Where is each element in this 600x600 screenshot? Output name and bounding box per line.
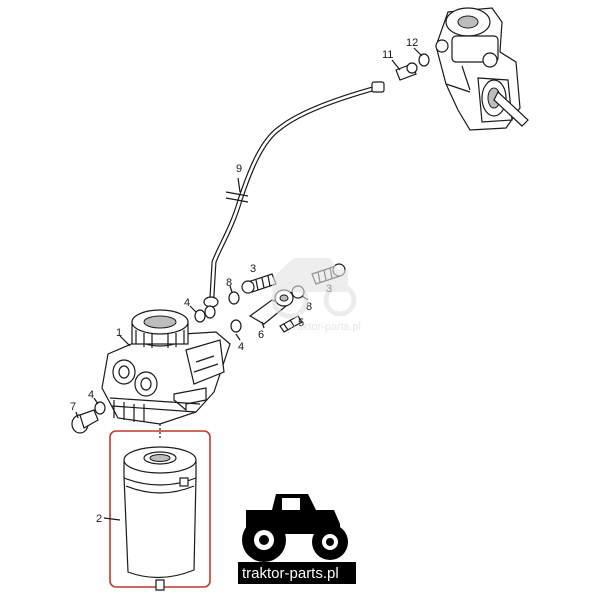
callout-8-right: 8 (306, 301, 312, 313)
tractor-icon (242, 494, 348, 562)
watermark: traktor-parts.pl (271, 258, 361, 333)
feed-pump-assembly (435, 7, 529, 131)
seal-ring-12 (413, 47, 430, 67)
banjo-fitting-11 (391, 59, 418, 81)
callout-9: 9 (236, 163, 242, 175)
banjo-bolt-3-left (241, 273, 277, 294)
callout-1: 1 (116, 327, 122, 339)
hose-nipple-5 (279, 315, 303, 333)
callout-7: 7 (70, 401, 76, 413)
callout-12: 12 (406, 37, 418, 49)
seal-ring-4-top (189, 305, 216, 323)
fuel-pipe-9 (203, 81, 385, 308)
callout-5: 5 (298, 317, 304, 329)
seal-ring-4-left (93, 397, 106, 415)
logo-text: traktor-parts.pl (242, 565, 339, 582)
filter-head-1 (101, 309, 231, 425)
callout-3-left: 3 (250, 263, 256, 275)
callout-4-top: 4 (184, 297, 190, 309)
seal-ring-4-mid (230, 319, 242, 341)
callout-6: 6 (258, 329, 264, 341)
brand-logo: traktor-parts.pl (238, 494, 356, 584)
callout-4-left: 4 (88, 389, 94, 401)
seal-ring-8-left (228, 285, 240, 305)
bleed-screw-7 (71, 409, 99, 434)
callout-11: 11 (382, 49, 393, 61)
watermark-text: traktor-parts.pl (290, 321, 361, 333)
callout-8-left: 8 (226, 277, 232, 289)
filter-element-2 (103, 446, 197, 591)
callout-2: 2 (96, 513, 102, 525)
callout-4-mid: 4 (238, 341, 244, 353)
